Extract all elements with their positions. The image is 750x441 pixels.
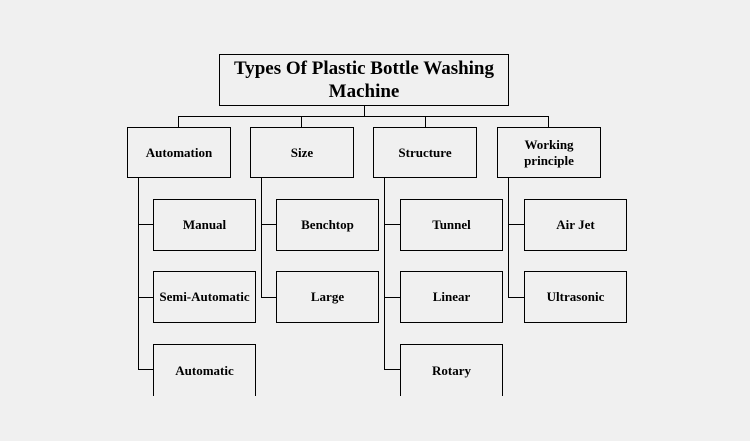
category-label: Structure <box>398 144 452 160</box>
leaf-label: Rotary <box>432 362 471 378</box>
leaf-rotary: Rotary <box>400 344 503 396</box>
connector <box>508 178 509 298</box>
leaf-label: Semi-Automatic <box>159 289 250 304</box>
root-node: Types Of Plastic Bottle Washing Machine <box>219 54 509 106</box>
connector <box>301 116 302 127</box>
connector <box>261 224 276 225</box>
leaf-benchtop: Benchtop <box>276 199 379 251</box>
connector <box>384 224 400 225</box>
leaf-label: Automatic <box>175 362 234 378</box>
connector <box>364 106 365 116</box>
leaf-tunnel: Tunnel <box>400 199 503 251</box>
leaf-semi-automatic: Semi-Automatic <box>153 271 256 323</box>
leaf-label: Large <box>310 289 345 304</box>
connector <box>178 116 179 127</box>
category-size: Size <box>250 127 354 178</box>
leaf-label: Air Jet <box>556 217 595 232</box>
connector <box>138 369 153 370</box>
connector <box>384 297 400 298</box>
connector <box>138 224 153 225</box>
connector <box>261 178 262 298</box>
leaf-linear: Linear <box>400 271 503 323</box>
connector <box>384 369 400 370</box>
leaf-label: Linear <box>432 289 471 304</box>
connector <box>548 116 549 127</box>
category-automation: Automation <box>127 127 231 178</box>
leaf-label: Manual <box>182 217 227 232</box>
category-working-principle: Working principle <box>497 127 601 178</box>
leaf-manual: Manual <box>153 199 256 251</box>
connector <box>508 297 524 298</box>
connector <box>261 297 276 298</box>
connector <box>138 178 139 370</box>
leaf-label: Benchtop <box>301 217 354 232</box>
connector <box>508 224 524 225</box>
connector <box>384 178 385 370</box>
connector <box>425 116 426 127</box>
root-title: Types Of Plastic Bottle Washing Machine <box>233 58 495 102</box>
category-label: Working principle <box>524 136 574 168</box>
leaf-label: Ultrasonic <box>546 289 605 304</box>
category-label: Automation <box>145 144 213 160</box>
category-label: Size <box>290 144 314 160</box>
leaf-automatic: Automatic <box>153 344 256 396</box>
category-structure: Structure <box>373 127 477 178</box>
leaf-large: Large <box>276 271 379 323</box>
leaf-label: Tunnel <box>432 217 471 232</box>
connector <box>178 116 549 117</box>
connector <box>138 297 153 298</box>
leaf-ultrasonic: Ultrasonic <box>524 271 627 323</box>
leaf-air-jet: Air Jet <box>524 199 627 251</box>
